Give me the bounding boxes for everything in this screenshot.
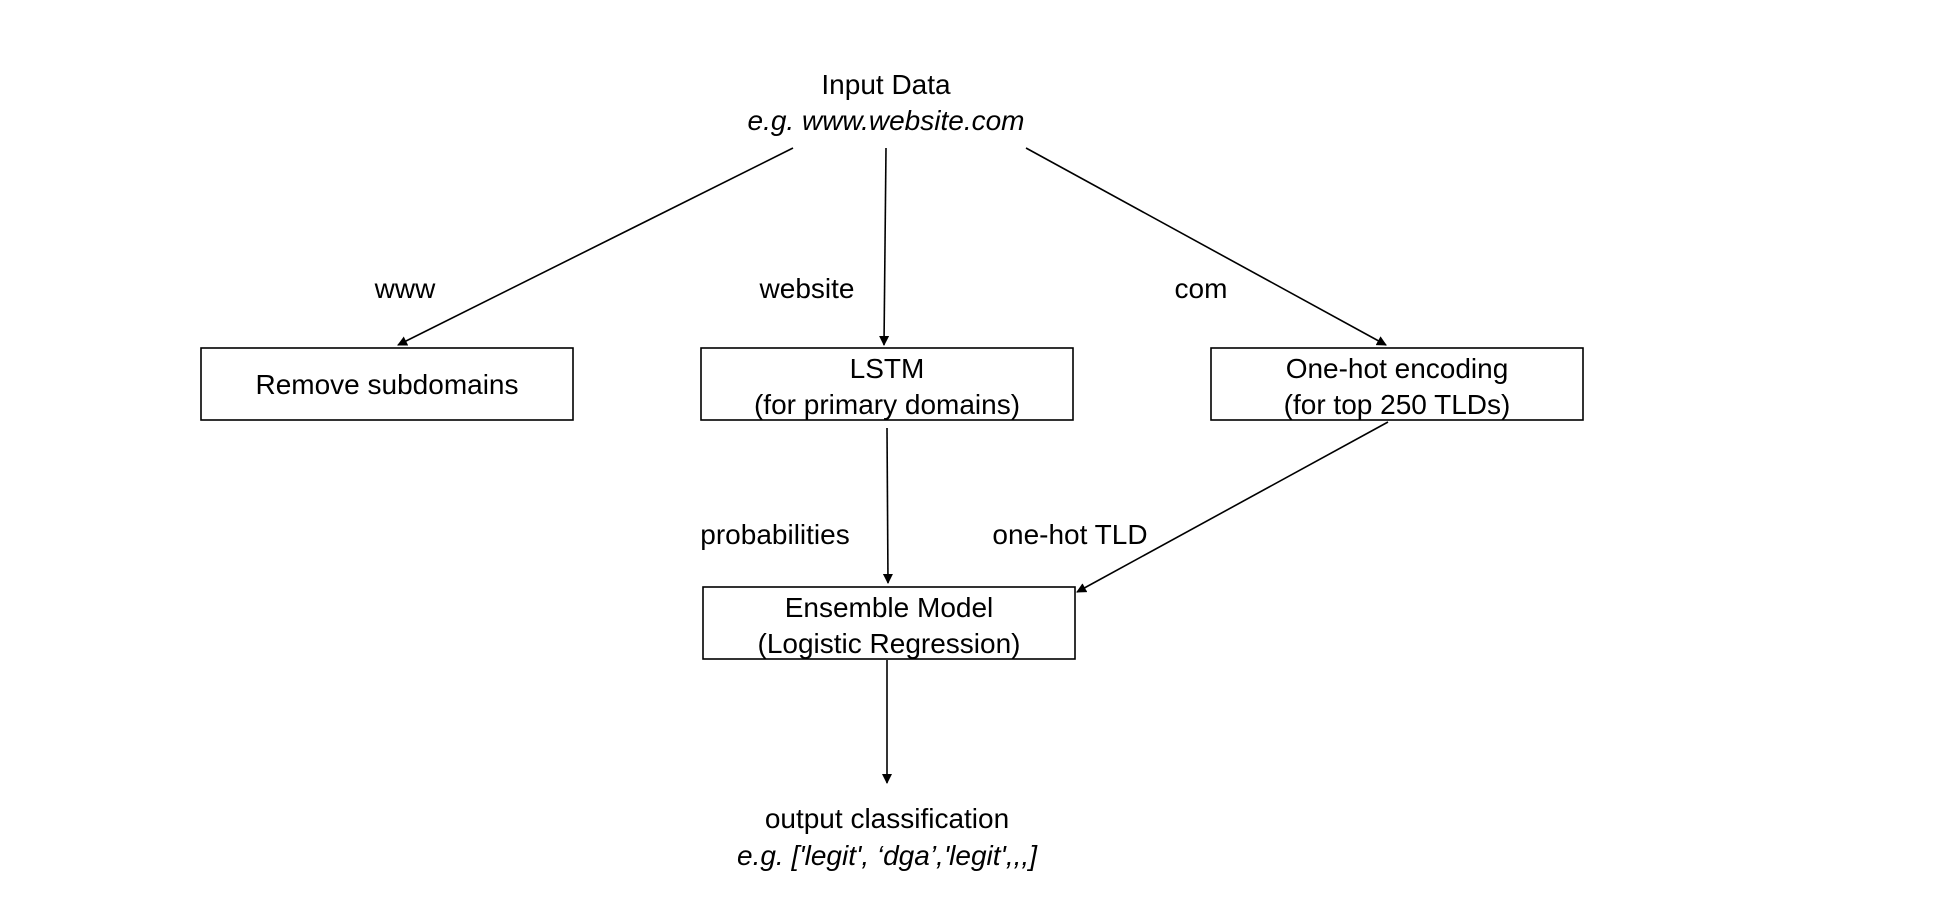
- edge-label-one-hot-tld: one-hot TLD: [992, 519, 1147, 550]
- edge-input-to-lstm: [879, 147, 890, 346]
- lstm-sublabel: (for primary domains): [754, 389, 1020, 420]
- edge-label-www: www: [374, 273, 436, 304]
- output-title: output classification: [765, 803, 1009, 834]
- lstm-label: LSTM: [850, 353, 925, 384]
- edge-label-com: com: [1175, 273, 1228, 304]
- edge-one-hot-to-ensemble: [1076, 421, 1389, 593]
- remove-subdomains-box: [200, 347, 574, 421]
- input-title: Input Data: [821, 69, 951, 100]
- input-example: e.g. www.website.com: [748, 105, 1025, 136]
- ensemble-model-sublabel: (Logistic Regression): [758, 628, 1021, 659]
- ensemble-model-box: [702, 586, 1076, 660]
- one-hot-encoding-label: One-hot encoding: [1286, 353, 1509, 384]
- one-hot-encoding-sublabel: (for top 250 TLDs): [1284, 389, 1511, 420]
- output-example: e.g. ['legit', ‘dga’,'legit',,,]: [737, 840, 1038, 871]
- ensemble-model-label: Ensemble Model: [785, 592, 994, 623]
- edge-label-website: website: [759, 273, 855, 304]
- one-hot-encoding-box: [1210, 347, 1584, 421]
- lstm-box: [700, 347, 1074, 421]
- edge-input-to-remove-subdomains: [397, 147, 794, 346]
- edge-input-to-one-hot: [1025, 147, 1387, 346]
- edge-label-probabilities: probabilities: [700, 519, 849, 550]
- edge-lstm-to-ensemble: [882, 427, 893, 584]
- remove-subdomains-label: Remove subdomains: [255, 369, 518, 400]
